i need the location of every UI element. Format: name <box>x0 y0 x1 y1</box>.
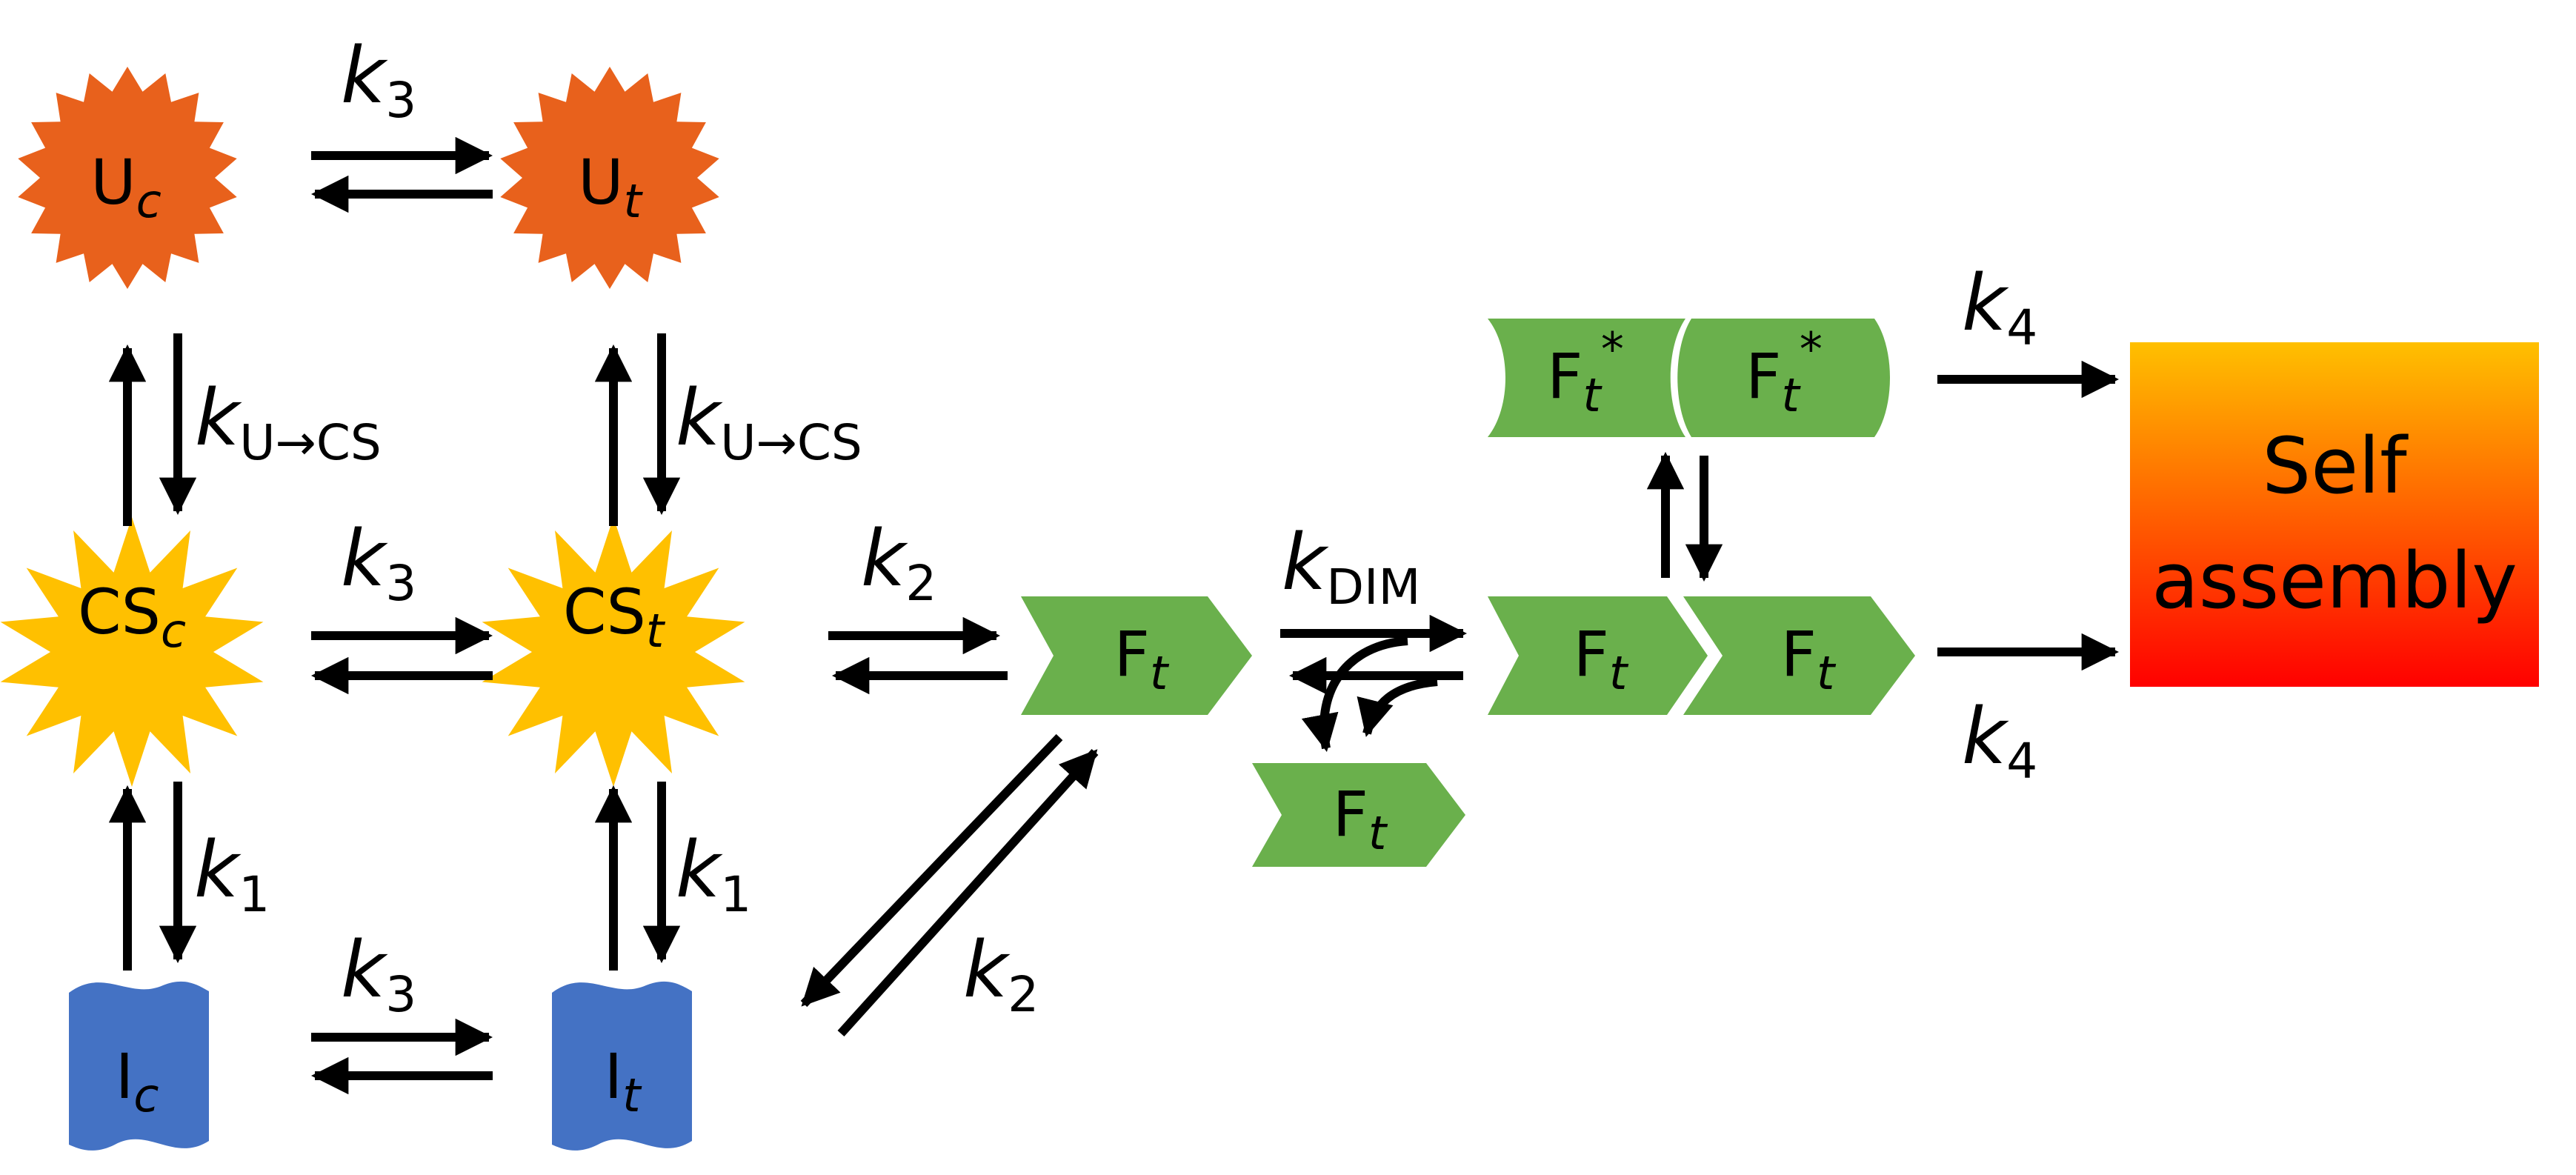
svg-text:CSc: CSc <box>78 576 186 658</box>
rate-k4-top: k4 <box>1962 258 2037 356</box>
cst-starburst-shape <box>482 517 745 787</box>
node-uc: Uc <box>18 67 237 289</box>
svg-text:Ft: Ft <box>1333 778 1388 860</box>
svg-text:CSt: CSt <box>563 576 666 658</box>
svg-text:It: It <box>604 1040 642 1122</box>
star-left-sup-label: * <box>1601 322 1624 376</box>
ic-main-label: I <box>116 1040 134 1113</box>
uc-sub-label: c <box>136 174 162 228</box>
rate-k4-bot: k4 <box>1962 691 2037 790</box>
svg-text:Ut: Ut <box>578 146 643 228</box>
star-right-sup-label: * <box>1800 322 1823 376</box>
svg-text:Ft*: Ft* <box>1547 322 1624 422</box>
node-ut: Ut <box>500 67 719 289</box>
ic-sub-label: c <box>133 1068 159 1122</box>
rate-kdim: kDIM <box>1282 517 1420 616</box>
uc-main-label: U <box>90 146 136 219</box>
svg-text:Uc: Uc <box>90 146 162 228</box>
ft-released-main-label: F <box>1333 778 1368 851</box>
rate-k1-left: k1 <box>194 825 270 923</box>
ut-starburst-shape <box>500 67 719 289</box>
csc-sub-label: c <box>161 604 186 658</box>
node-dimer: Ft Ft <box>1488 596 1915 715</box>
node-ic: Ic <box>69 981 209 1151</box>
dimer-left-chevron-shape <box>1488 596 1708 715</box>
arrows <box>108 136 2120 1095</box>
svg-text:Ft: Ft <box>1114 618 1170 700</box>
dimer-right-sub-label: t <box>1817 646 1837 700</box>
rate-k1-right: k1 <box>676 825 751 923</box>
rate-k2-diag: k2 <box>963 925 1039 1023</box>
self-assembly-line2: assembly <box>2151 536 2517 626</box>
arrow-ft-to-it <box>800 733 1063 1008</box>
svg-text:Ft: Ft <box>1781 618 1837 700</box>
star-left-shape <box>1488 319 1685 437</box>
ft-main-sub-label: t <box>1150 646 1170 700</box>
uc-starburst-shape <box>18 67 237 289</box>
rate-k3-mid: k3 <box>341 513 416 612</box>
csc-starburst-shape <box>0 517 264 787</box>
svg-text:Ft*: Ft* <box>1745 322 1823 422</box>
arrow-curve-release-1 <box>1301 636 1408 752</box>
arrow-curve-release-2 <box>1357 677 1438 737</box>
it-wavy-shape <box>552 981 692 1151</box>
it-sub-label: t <box>622 1068 642 1122</box>
dimer-right-chevron-shape <box>1683 596 1915 715</box>
ut-sub-label: t <box>624 174 644 228</box>
dimer-left-sub-label: t <box>1609 646 1629 700</box>
rate-labels: k3 k3 k3 kU→CS kU→CS k1 k1 k2 k2 kDIM k4… <box>194 30 2037 1023</box>
ft-released-sub-label: t <box>1368 806 1388 860</box>
cst-main-label: CS <box>563 576 646 648</box>
ic-wavy-shape <box>69 981 209 1151</box>
self-assembly-line1: Self <box>2262 421 2409 511</box>
csc-main-label: CS <box>78 576 161 648</box>
node-ft-main: Ft <box>1021 596 1252 715</box>
ut-main-label: U <box>578 146 623 219</box>
rate-k2-top: k2 <box>861 513 936 612</box>
star-left-main-label: F <box>1547 340 1582 413</box>
rate-k3-top: k3 <box>341 30 416 129</box>
ft-released-chevron-shape <box>1252 763 1465 867</box>
star-right-main-label: F <box>1745 340 1781 413</box>
ft-main-main-label: F <box>1114 618 1150 690</box>
rate-k3-bot: k3 <box>341 925 416 1023</box>
node-ft-released: Ft <box>1252 763 1465 867</box>
star-right-sub-label: t <box>1782 368 1802 422</box>
dimer-left-main-label: F <box>1574 618 1609 690</box>
rate-kucs-right: kU→CS <box>676 373 862 471</box>
svg-text:Ic: Ic <box>116 1040 159 1122</box>
self-assembly-rect <box>2130 342 2539 687</box>
it-main-label: I <box>604 1040 622 1113</box>
star-right-shape <box>1677 319 1890 437</box>
ft-main-chevron-shape <box>1021 596 1252 715</box>
node-it: It <box>552 981 692 1151</box>
cst-sub-label: t <box>646 604 666 658</box>
star-left-sub-label: t <box>1583 368 1603 422</box>
dimer-right-main-label: F <box>1781 618 1817 690</box>
svg-text:Ft: Ft <box>1574 618 1629 700</box>
arrow-it-to-ft <box>837 748 1099 1037</box>
node-star-dimer: Ft* Ft* <box>1488 319 1890 437</box>
self-assembly-box: Self assembly <box>2130 342 2539 687</box>
node-cst: CSt <box>482 517 745 787</box>
rate-kucs-left: kU→CS <box>195 373 382 471</box>
node-csc: CSc <box>0 517 264 787</box>
